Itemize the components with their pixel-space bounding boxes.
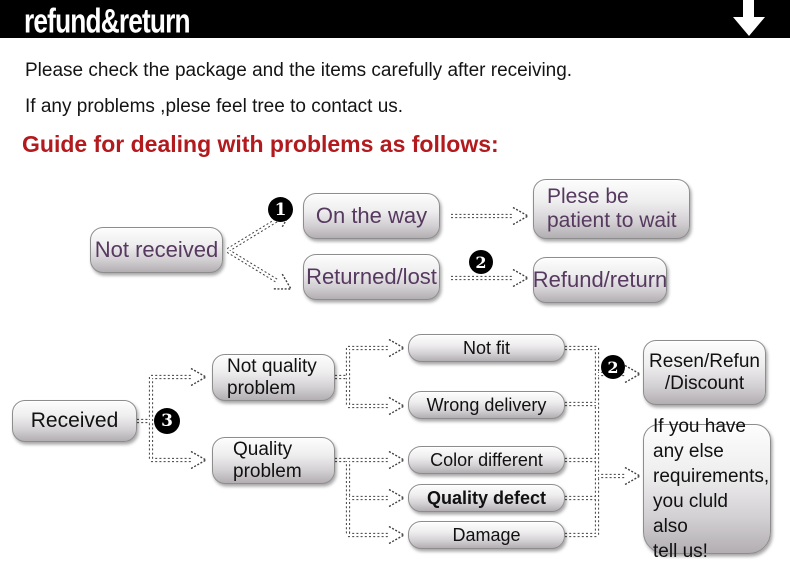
node-received: Received <box>12 400 137 442</box>
header-bar: refund&return <box>0 0 790 40</box>
node-returned-lost: Returned/lost <box>303 254 440 300</box>
badge-2-second-icon: 2 <box>601 355 625 379</box>
node-label-line1: Not quality <box>227 355 317 377</box>
node-not-quality-problem: Not quality problem <box>212 354 335 401</box>
node-label: Received <box>30 408 119 432</box>
node-not-received: Not received <box>90 227 223 273</box>
down-arrow-head <box>733 17 765 36</box>
badge-1-icon: 1 <box>268 197 293 222</box>
intro-line-2: If any problems ,plese feel tree to cont… <box>25 96 404 117</box>
node-color-different: Color different <box>408 446 565 474</box>
node-label-line1: Resen/Refun <box>649 350 760 372</box>
node-label-line3: requirements, <box>653 466 770 487</box>
node-on-the-way: On the way <box>303 193 440 239</box>
node-label-line1: Quality <box>233 438 293 460</box>
intro-line-1: Please check the package and the items c… <box>25 60 573 81</box>
down-arrow-stem <box>743 0 754 17</box>
node-not-fit: Not fit <box>408 334 565 362</box>
node-resen-refun-discount: Resen/Refun /Discount <box>643 340 766 405</box>
node-wrong-delivery: Wrong delivery <box>408 391 565 419</box>
node-label-line2: problem <box>227 377 296 399</box>
node-label: On the way <box>315 203 428 229</box>
node-plese-be-patient: Plese be patient to wait <box>533 179 690 239</box>
node-any-else-requirements: If you have any else requirements, you c… <box>643 416 771 562</box>
node-label: Damage <box>452 524 521 545</box>
node-label-line5: tell us! <box>653 541 708 562</box>
node-label: Returned/lost <box>306 264 437 290</box>
node-label-line4: you cluld also <box>653 491 728 537</box>
node-label-line1: Plese be <box>547 184 629 208</box>
node-label-line2: problem <box>233 460 302 482</box>
node-label-line1: If you have <box>653 416 746 437</box>
node-label: Refund/return <box>532 267 668 293</box>
node-label: Not fit <box>462 337 510 358</box>
node-damage: Damage <box>408 521 565 549</box>
node-label-line2: /Discount <box>664 372 745 394</box>
node-quality-defect: Quality defect <box>408 484 565 512</box>
badge-3-icon: 3 <box>154 408 180 434</box>
node-quality-problem: Quality problem <box>212 437 335 484</box>
node-label: Quality defect <box>426 487 547 508</box>
node-label: Not received <box>94 237 219 263</box>
guide-heading: Guide for dealing with problems as follo… <box>22 131 499 157</box>
down-arrow-icon <box>733 0 765 37</box>
page-title: refund&return <box>24 1 191 40</box>
node-label-line2: patient to wait <box>547 209 677 232</box>
node-label-line2: any else <box>653 441 724 462</box>
node-refund-return: Refund/return <box>533 257 667 303</box>
node-label: Color different <box>430 449 543 470</box>
node-label: Wrong delivery <box>426 394 547 415</box>
badge-2-icon: 2 <box>469 250 493 274</box>
